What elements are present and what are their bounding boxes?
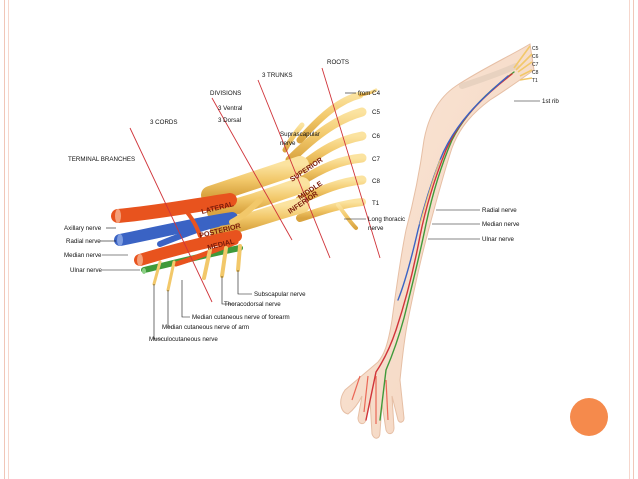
frame-line-right-inner — [629, 0, 630, 479]
label-musculocutaneous: Musculocutaneous nerve — [149, 336, 218, 343]
label-med-cut-forearm: Median cutaneous nerve of forearm — [192, 314, 290, 321]
label-med-cut-arm: Median cutaneous nerve of arm — [162, 324, 249, 331]
arm-label-c5: C5 — [532, 46, 539, 52]
arm-labels: C5 C6 C7 C8 T1 1st rib Radial nerve Medi… — [428, 46, 559, 243]
arm-silhouette — [340, 43, 535, 439]
root-label-c6: C6 — [372, 133, 380, 140]
accent-circle — [570, 398, 608, 436]
header-dorsal: 3 Dorsal — [218, 117, 241, 124]
division-lines — [129, 67, 381, 303]
root-label-from-c4: from C4 — [358, 90, 381, 97]
header-roots: ROOTS — [327, 59, 349, 66]
label-radial-nerve: Radial nerve — [66, 238, 101, 245]
frame-line-right — [633, 0, 634, 479]
frame-line-left-inner — [8, 0, 9, 479]
arm-label-median: Median nerve — [482, 221, 520, 228]
label-subscapular-nerve: Subscapular nerve — [254, 291, 306, 298]
arm-illustration — [340, 43, 535, 439]
label-suprascapular-2: nerve — [280, 140, 296, 147]
arm-label-first-rib: 1st rib — [542, 98, 559, 105]
header-ventral: 3 Ventral — [218, 105, 242, 112]
bottom-nerve-texts: Subscapular nerve Thoracodorsal nerve Me… — [149, 291, 306, 343]
arm-label-c7: C7 — [532, 62, 539, 68]
terminal-branch-labels: Axillary nerve Radial nerve Median nerve… — [64, 225, 140, 274]
root-labels: from C4 C5 C6 C7 C8 T1 — [345, 90, 381, 207]
label-long-thoracic-2: nerve — [368, 225, 384, 232]
plexus-headers: ROOTS 3 TRUNKS DIVISIONS 3 Ventral 3 Dor… — [68, 59, 349, 163]
label-median-nerve: Median nerve — [64, 252, 102, 259]
header-cords: 3 CORDS — [150, 119, 178, 126]
hand-highlight — [351, 375, 389, 424]
label-long-thoracic-1: Long thoracic — [368, 216, 405, 223]
clavicle — [459, 63, 519, 89]
nerve-cut-ends — [115, 209, 146, 274]
label-ulnar-nerve: Ulnar nerve — [70, 267, 103, 274]
plexus-cords — [111, 193, 263, 292]
label-axillary-nerve: Axillary nerve — [64, 225, 102, 232]
upper-nerve-labels: Suprascapular nerve Long thoracic nerve — [280, 131, 405, 232]
plexus-illustration — [111, 88, 378, 292]
arm-label-t1: T1 — [532, 78, 538, 84]
bottom-nerve-labels — [153, 270, 252, 340]
label-thoracodorsal-nerve: Thoracodorsal nerve — [224, 301, 281, 308]
arm-roots — [513, 45, 533, 81]
arm-label-ulnar: Ulnar nerve — [482, 236, 515, 243]
root-label-c8: C8 — [372, 178, 380, 185]
arm-label-c6: C6 — [532, 54, 539, 60]
root-label-c5: C5 — [372, 109, 380, 116]
arm-label-radial: Radial nerve — [482, 207, 517, 214]
header-divisions: DIVISIONS — [210, 90, 241, 97]
label-suprascapular-1: Suprascapular — [280, 131, 320, 138]
frame-line-left — [4, 0, 5, 479]
root-label-c7: C7 — [372, 156, 380, 163]
header-terminal-branches: TERMINAL BRANCHES — [68, 156, 135, 163]
header-trunks: 3 TRUNKS — [262, 72, 293, 79]
root-label-t1: T1 — [372, 200, 380, 207]
arm-nerves — [365, 71, 515, 421]
arm-label-c8: C8 — [532, 70, 539, 76]
